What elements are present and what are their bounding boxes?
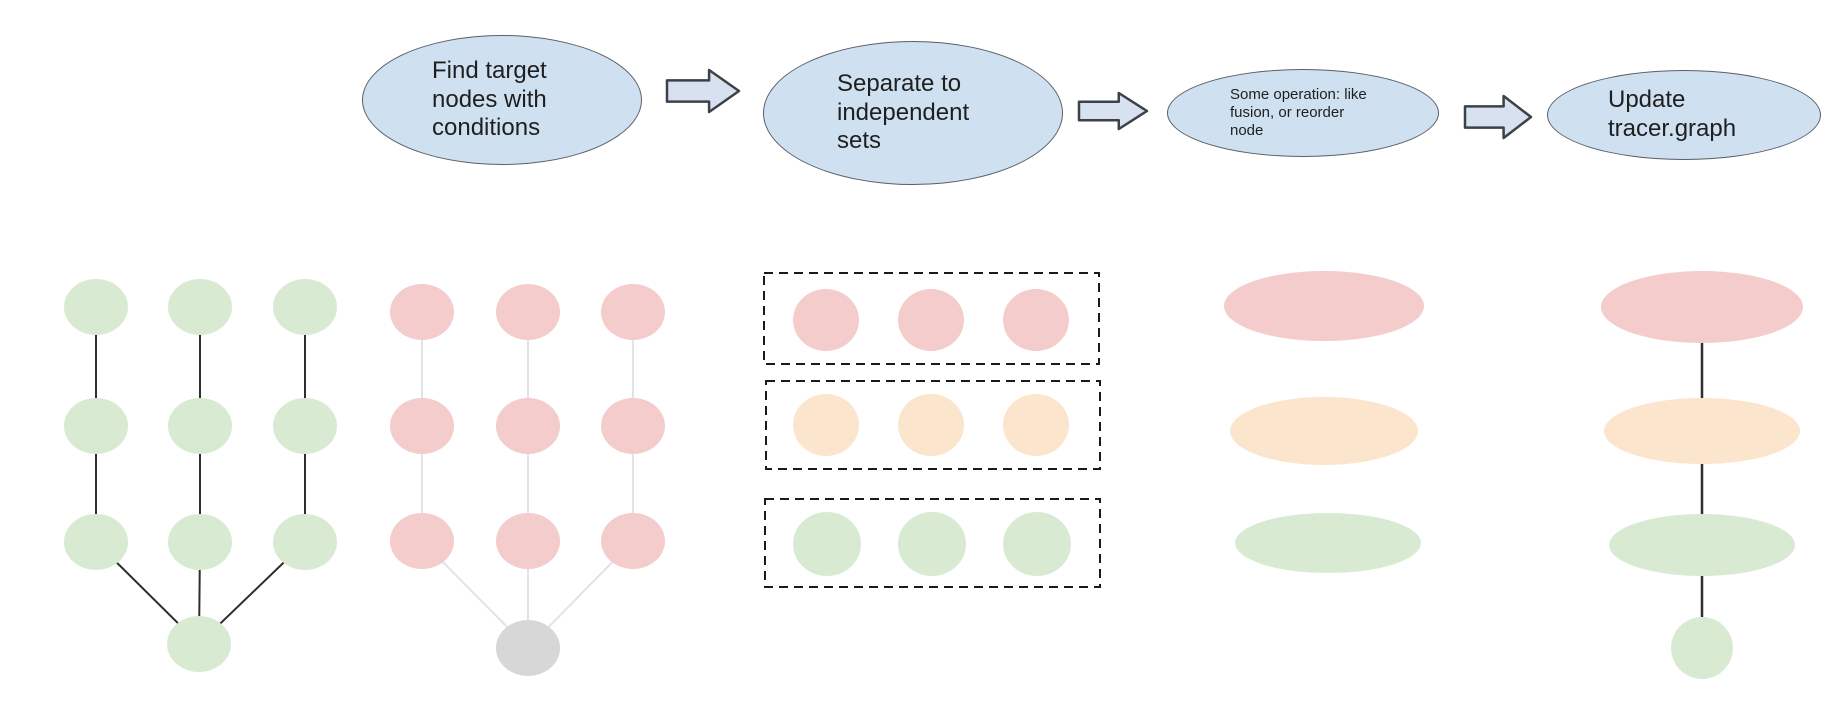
green-node: [1003, 512, 1071, 576]
red-node: [793, 289, 859, 351]
green-node: [168, 398, 232, 454]
red-node: [496, 513, 560, 569]
right-arrow-shape: [1077, 91, 1149, 131]
orange-node: [793, 394, 859, 456]
right-arrow-icon: [1077, 91, 1149, 131]
red-node: [898, 289, 964, 351]
red-node: [601, 398, 665, 454]
gray-node: [496, 620, 560, 676]
red-node: [390, 284, 454, 340]
red-node: [496, 398, 560, 454]
right-arrow-shape: [665, 68, 741, 114]
flow-step-label: Some operation: like fusion, or reorder …: [1230, 86, 1367, 139]
independent-set-box: [765, 380, 1101, 470]
operated-sets-ellipses: [1224, 271, 1424, 573]
green-node: [167, 616, 231, 672]
initial-graph-green: [64, 279, 337, 672]
red-node: [601, 284, 665, 340]
green-node: [64, 279, 128, 335]
green-node: [273, 514, 337, 570]
independent-sets-boxes: [763, 272, 1101, 588]
red-node: [390, 513, 454, 569]
flow-step-separate-to-independent-sets: Separate to independent sets: [763, 41, 1063, 185]
green-node: [898, 512, 966, 576]
red-node: [496, 284, 560, 340]
flow-step-label: Separate to independent sets: [837, 69, 970, 155]
green-node: [168, 279, 232, 335]
green-node: [1609, 514, 1795, 576]
green-node: [168, 514, 232, 570]
right-arrow-icon: [665, 68, 741, 114]
orange-node: [1604, 398, 1800, 464]
red-node: [390, 398, 454, 454]
green-node: [793, 512, 861, 576]
red-node: [1224, 271, 1424, 341]
green-node: [273, 398, 337, 454]
green-node: [64, 398, 128, 454]
flow-step-label: Update tracer.graph: [1608, 86, 1737, 142]
flow-step-find-target-nodes: Find target nodes with conditions: [362, 35, 642, 165]
orange-node: [1230, 397, 1418, 465]
target-nodes-graph-red: [390, 284, 665, 676]
independent-set-box: [763, 272, 1100, 365]
flow-step-update-tracer-graph: Update tracer.graph: [1547, 70, 1821, 160]
red-node: [1601, 271, 1803, 343]
right-arrow-shape: [1463, 94, 1533, 140]
green-node: [64, 514, 128, 570]
flow-step-label: Find target nodes with conditions: [432, 56, 547, 142]
green-node: [1671, 617, 1733, 679]
orange-node: [898, 394, 964, 456]
green-node: [273, 279, 337, 335]
flow-step-some-operation: Some operation: like fusion, or reorder …: [1167, 69, 1439, 157]
green-node: [1235, 513, 1421, 573]
right-arrow-icon: [1463, 94, 1533, 140]
updated-tracer-graph: [1601, 271, 1803, 679]
red-node: [601, 513, 665, 569]
independent-set-box: [764, 498, 1101, 588]
red-node: [1003, 289, 1069, 351]
orange-node: [1003, 394, 1069, 456]
